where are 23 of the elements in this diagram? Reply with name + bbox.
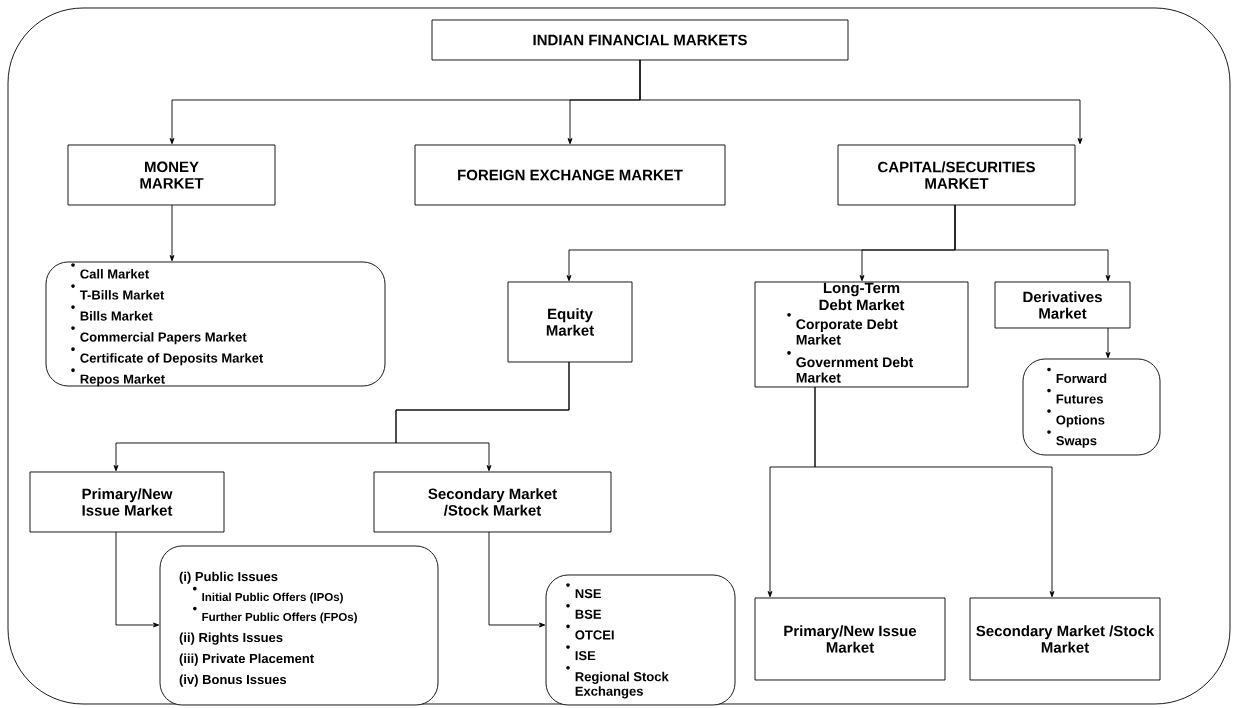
arrow [115, 531, 160, 628]
list-box: (i) Public Issues Initial Public Offers (IPOs) Further Public Offers (FPOs) (ii) Rights Issues (iii) Private Placement (iv) Bonus Issues [159, 545, 439, 706]
market-box: Equity Market [507, 281, 633, 363]
market-box: INDIAN FINANCIAL MARKETS [431, 19, 849, 61]
list-box: Forward Futures Options Swaps [1022, 358, 1161, 456]
market-box: Primary/New Issue Market [29, 471, 225, 533]
market-box: Derivatives Market [994, 281, 1131, 329]
arrow [814, 386, 1055, 598]
market-box: FOREIGN EXCHANGE MARKET [414, 144, 726, 206]
market-box: CAPITAL/SECURITIES MARKET [837, 144, 1076, 206]
arrow [954, 204, 1111, 282]
arrow [488, 531, 546, 628]
list-box: NSE BSE OTCEI ISE Regional Stock Exchanges [545, 574, 736, 706]
market-box: Primary/New Issue Market [754, 597, 946, 681]
market-box: Secondary Market /Stock Market [969, 597, 1161, 681]
market-box: Secondary Market /Stock Market [373, 471, 612, 533]
arrow [1105, 327, 1111, 359]
list-box: Call Market T-Bills Market Bills Market Commercial Papers Market Certificate of Deposits Market Repos Market [45, 261, 386, 387]
arrow [639, 59, 1083, 145]
arrow [395, 361, 570, 472]
arrow [169, 204, 175, 262]
market-box: Long-Term Debt Market Corporate Debt Market Government Debt Market [754, 281, 969, 388]
market-box: MONEY MARKET [67, 144, 276, 206]
